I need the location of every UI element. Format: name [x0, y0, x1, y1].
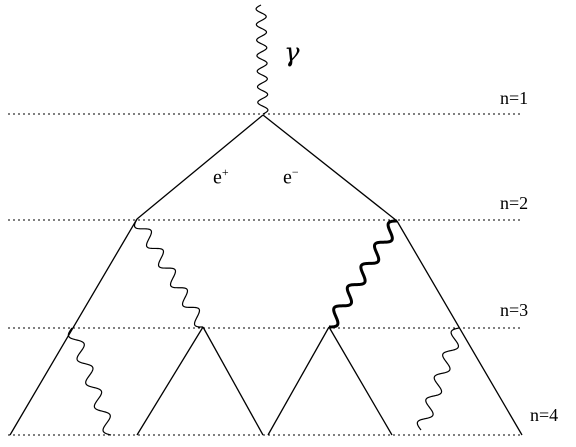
- electron-track: [262, 114, 398, 222]
- level-label-1: n=1: [500, 88, 529, 108]
- incoming-photon: [255, 4, 269, 115]
- positron-track: [136, 114, 264, 220]
- fermion-tracks: [9, 114, 523, 436]
- positron-base: e: [213, 166, 222, 189]
- positron-label: e+: [213, 165, 229, 190]
- right-outer-track: [396, 220, 523, 436]
- photon-right-n3: [416, 327, 460, 431]
- photon-left-n2: [133, 218, 203, 328]
- level-label-2: n=2: [500, 193, 529, 213]
- right-pair-track-b: [328, 326, 393, 436]
- left-pair-track-a: [136, 326, 204, 436]
- right-pair-track-a: [267, 326, 330, 436]
- photon-label: γ: [284, 38, 300, 68]
- left-pair-track-b: [202, 326, 264, 436]
- electron-sup: −: [291, 165, 299, 179]
- left-outer-track: [9, 218, 138, 436]
- photon-left-n3: [67, 327, 112, 436]
- positron-sup: +: [221, 165, 229, 179]
- photon-lines: [67, 4, 460, 436]
- electron-label: e−: [283, 165, 299, 190]
- photon-right-n2-bold: [328, 219, 398, 329]
- level-label-4: n=4: [530, 405, 559, 425]
- electron-base: e: [283, 166, 292, 189]
- level-label-3: n=3: [500, 300, 529, 320]
- level-lines: [8, 113, 520, 436]
